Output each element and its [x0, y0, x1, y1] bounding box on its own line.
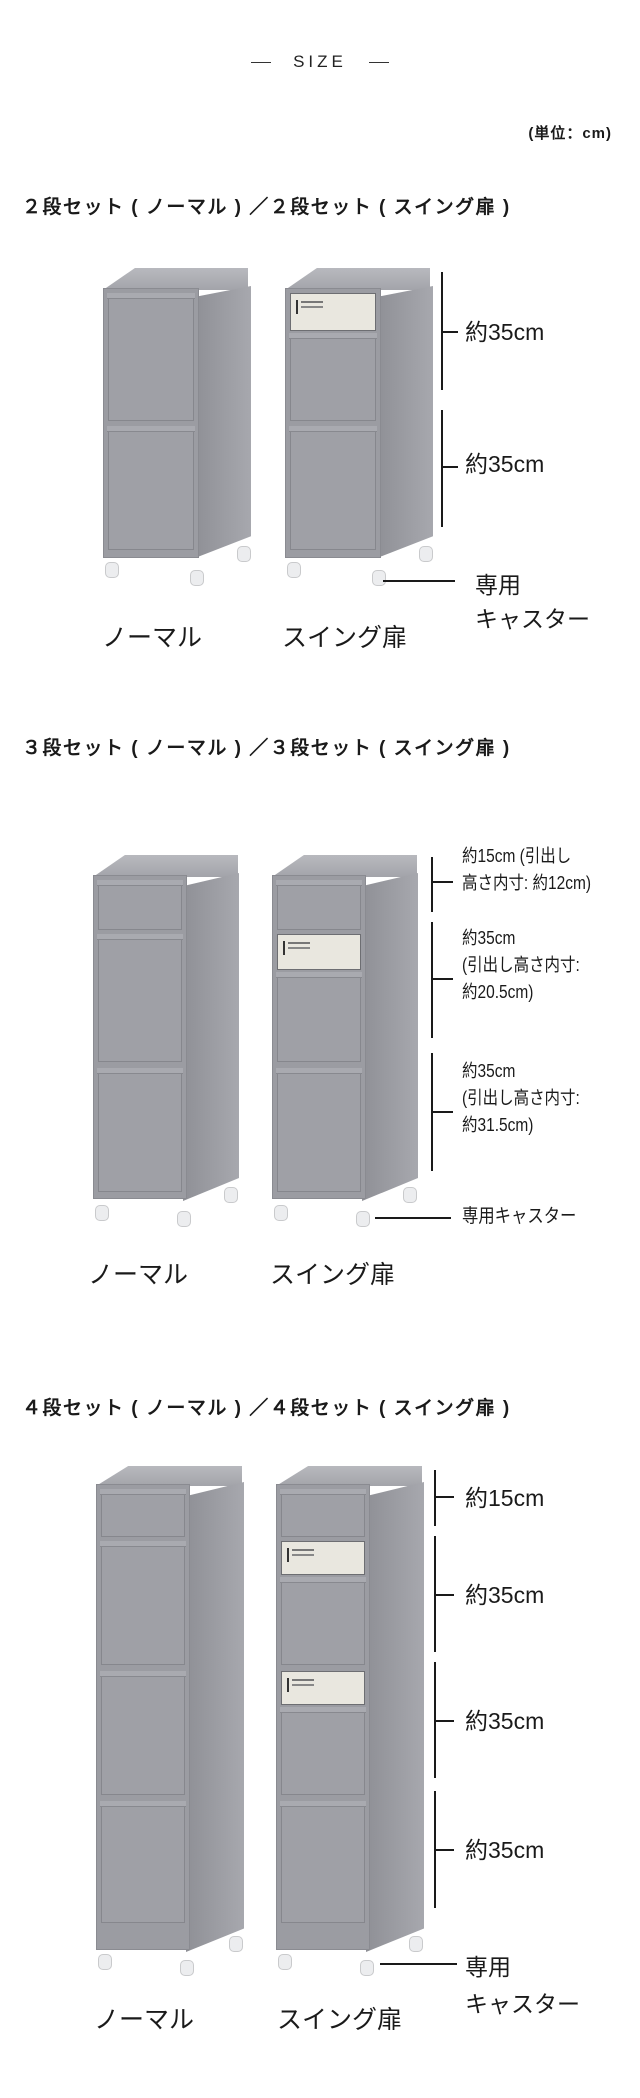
- cabinet-3tier-normal: [93, 855, 243, 1227]
- dim-label: 約15cm: [465, 1485, 545, 1511]
- dim-label-multiline: 約35cm (引出し高さ内寸: 約31.5cm): [462, 1058, 580, 1139]
- dim-tick-3: [434, 1720, 454, 1722]
- dim-line-text: 約35cm: [462, 1061, 516, 1081]
- dim-tick-3: [431, 1111, 453, 1113]
- caster-label: 専用キャスター: [462, 1206, 577, 1227]
- cabinet-2tier-swing: [285, 268, 435, 588]
- caster-label-line1: 専用: [465, 1954, 511, 1980]
- dim-line-text: 約31.5cm): [462, 1115, 534, 1135]
- dim-tick-4: [434, 1849, 454, 1851]
- caption-swing: スイング扉: [270, 1260, 396, 1289]
- section-2tier-title: ２段セット ( ノーマル ) ／２段セット ( スイング扉 ): [22, 197, 511, 218]
- dim-tick-1: [441, 331, 458, 333]
- caster-pointer-line: [380, 1963, 457, 1965]
- dim-line-text: (引出し高さ内寸:: [462, 1088, 580, 1108]
- dim-label: 約35cm: [465, 1582, 545, 1608]
- swing-door-label: [281, 1671, 365, 1705]
- swing-door-label: [277, 934, 361, 970]
- cabinet-4tier-normal: [96, 1466, 246, 1976]
- dim-label: 約35cm: [465, 319, 545, 345]
- dim-tick-2: [434, 1594, 454, 1596]
- caption-normal: ノーマル: [88, 1260, 189, 1289]
- cabinet-4tier-swing: [276, 1466, 426, 1976]
- dim-line-text: 約20.5cm): [462, 982, 534, 1002]
- dim-line-text: (引出し高さ内寸:: [462, 955, 580, 975]
- dim-label: 約35cm: [465, 1837, 545, 1863]
- caster-label-line2: キャスター: [475, 606, 590, 632]
- dim-label: 約35cm: [465, 1708, 545, 1734]
- dim-tick-1: [431, 881, 453, 883]
- dim-label-multiline: 約35cm (引出し高さ内寸: 約20.5cm): [462, 925, 580, 1006]
- caption-normal: ノーマル: [102, 623, 203, 652]
- cabinet-2tier-normal: [103, 268, 253, 588]
- dim-line-2: [441, 410, 443, 527]
- cabinet-3tier-swing: [272, 855, 422, 1227]
- caster-pointer-line: [375, 1217, 451, 1219]
- swing-door-label: [281, 1541, 365, 1575]
- size-heading: SIZE: [0, 52, 640, 72]
- dim-line-text: 約35cm: [462, 928, 516, 948]
- swing-door-label: [290, 293, 376, 331]
- dim-tick-2: [441, 466, 458, 468]
- caption-swing: スイング扉: [277, 2005, 403, 2034]
- dim-line-1: [431, 857, 433, 912]
- dim-line-1: [434, 1470, 436, 1526]
- size-title: SIZE: [293, 52, 347, 71]
- dim-label-multiline: 約15cm (引出し 高さ内寸: 約12cm): [462, 843, 591, 897]
- dash-right: [368, 62, 389, 64]
- section-4tier-title: ４段セット ( ノーマル ) ／４段セット ( スイング扉 ): [22, 1398, 511, 1419]
- caster-label-line2: キャスター: [465, 1991, 580, 2017]
- caption-normal: ノーマル: [94, 2005, 195, 2034]
- dim-line-2: [431, 922, 433, 1038]
- caption-swing: スイング扉: [282, 623, 408, 652]
- dim-label: 約35cm: [465, 451, 545, 477]
- section-3tier-title: ３段セット ( ノーマル ) ／３段セット ( スイング扉 ): [22, 738, 511, 759]
- dim-line-text: 高さ内寸: 約12cm): [462, 873, 592, 893]
- dim-line-text: 約15cm (引出し: [462, 846, 572, 866]
- dim-tick-1: [434, 1496, 454, 1498]
- dash-left: [251, 62, 272, 64]
- caster-label-line1: 専用: [475, 572, 521, 598]
- dim-tick-2: [431, 978, 453, 980]
- unit-note: (単位：cm): [528, 125, 612, 142]
- caster-pointer-line: [383, 580, 455, 582]
